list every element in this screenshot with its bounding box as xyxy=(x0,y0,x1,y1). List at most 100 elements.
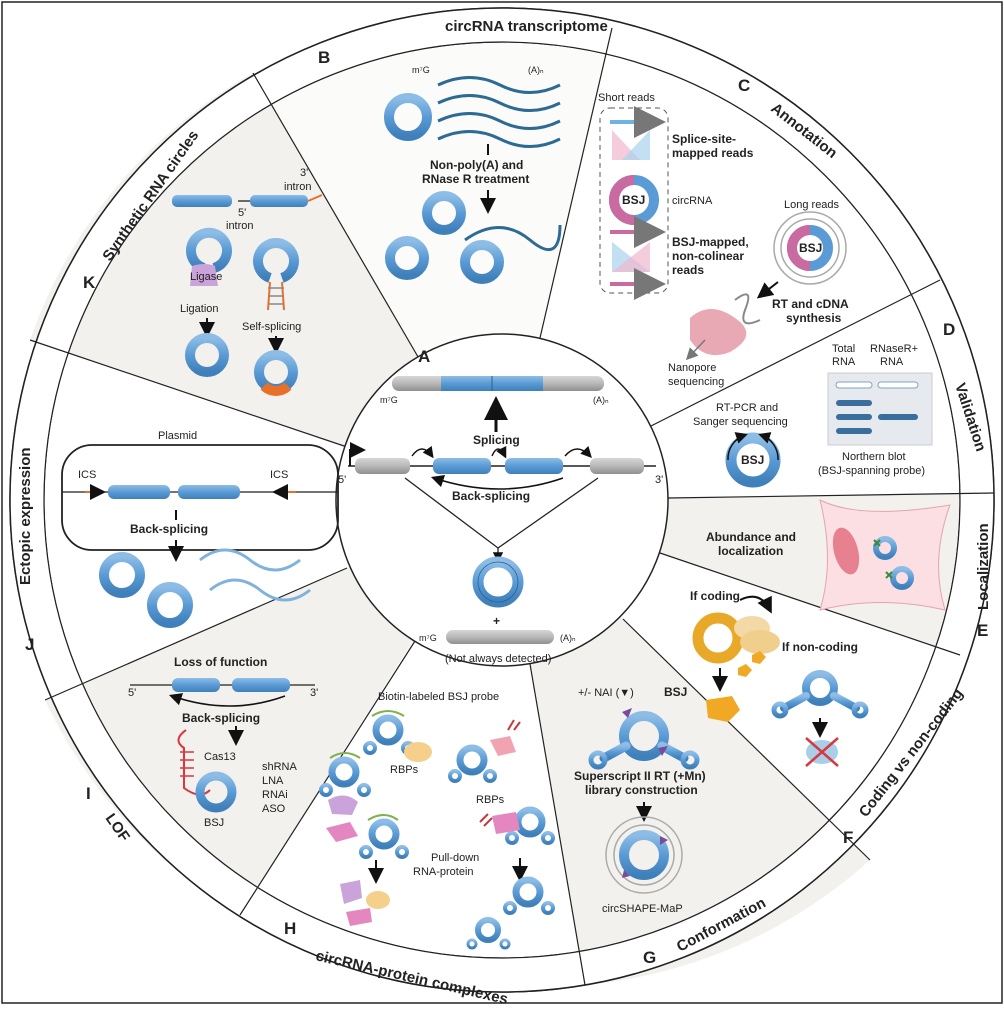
g-shape: circSHAPE-MaP xyxy=(602,903,683,915)
c-long-reads: Long reads xyxy=(784,199,840,211)
plasmid xyxy=(61,444,339,551)
panel-b: m⁷G (A)ₙ Non-poly(A) and RNase R treatme… xyxy=(384,65,562,284)
a-three: 3' xyxy=(655,474,663,486)
i-method-2: LNA xyxy=(262,775,284,787)
k-ligation: Ligation xyxy=(180,303,219,315)
d-northern-2: (BSJ-spanning probe) xyxy=(818,465,925,477)
c-nano-1: Nanopore xyxy=(668,362,716,374)
a-polya-2: (A)ₙ xyxy=(560,633,576,643)
panel-e: Abundance and localization xyxy=(706,499,951,611)
panel-i: Loss of function 5' 3' Back-splicing Cas… xyxy=(128,655,318,829)
b-m7g: m⁷G xyxy=(412,65,430,75)
letter-i: I xyxy=(86,784,91,803)
letter-g: G xyxy=(643,948,656,967)
letter-b: B xyxy=(318,48,330,67)
c-circrna: circRNA xyxy=(672,195,713,207)
c-bsjmap-3: reads xyxy=(672,263,704,277)
d-bsj: BSJ xyxy=(741,453,764,467)
sector-dividers xyxy=(29,27,995,986)
c-bsjmap-1: BSJ-mapped, xyxy=(672,235,749,249)
a-plus: + xyxy=(493,614,500,628)
letter-f: F xyxy=(843,828,853,847)
d-rtpcr-2: Sanger sequencing xyxy=(693,416,788,428)
letter-j: J xyxy=(25,635,34,654)
h-rbps-1: RBPs xyxy=(390,764,419,776)
h-rbps-2: RBPs xyxy=(476,794,505,806)
ring-title-j: Ectopic expression xyxy=(17,447,34,585)
ring-title-b: circRNA transcriptome xyxy=(445,18,608,35)
c-bsj-long: BSJ xyxy=(799,241,822,255)
g-ss-1: Superscript II RT (+Mn) xyxy=(574,769,706,783)
panel-c: Short reads Splice-site- mapped reads BS… xyxy=(598,92,849,388)
panel-k: 3' intron 5' intron Ligase Ligation Self… xyxy=(172,167,323,396)
a-not-detected: (Not always detected) xyxy=(445,653,551,665)
a-five: 5' xyxy=(338,474,346,486)
k-three: 3' xyxy=(300,167,308,179)
i-three: 3' xyxy=(310,687,318,699)
c-short-reads: Short reads xyxy=(598,92,655,104)
c-rt-2: synthesis xyxy=(786,311,842,325)
d-rnaser-1: RNaseR+ xyxy=(870,343,918,355)
b-treatment-2: RNase R treatment xyxy=(422,172,529,186)
k-intron-bottom: intron xyxy=(226,220,254,232)
i-five: 5' xyxy=(128,687,136,699)
ring-title-e: Localization xyxy=(975,523,992,610)
letter-d: D xyxy=(943,320,955,339)
i-cas13: Cas13 xyxy=(204,751,236,763)
panel-g: +/- NAI (▼) BSJ Superscript II RT (+Mn) … xyxy=(574,685,706,915)
promoter-arrow xyxy=(349,442,366,466)
f-if-noncoding: If non-coding xyxy=(782,640,858,654)
panel-j: Plasmid ICS ICS Back-splicing xyxy=(61,430,339,628)
a-polya: (A)ₙ xyxy=(593,395,609,405)
back-splicing-arrow xyxy=(430,474,564,490)
exon-1 xyxy=(433,458,491,474)
d-northern-1: Northern blot xyxy=(842,451,906,463)
i-method-1: shRNA xyxy=(262,761,298,773)
c-rt-1: RT and cDNA xyxy=(772,297,849,311)
letter-k: K xyxy=(83,273,96,292)
k-ligase: Ligase xyxy=(190,271,222,283)
h-pull-1: Pull-down xyxy=(431,852,479,864)
f-if-coding: If coding xyxy=(690,589,740,603)
panel-a: A m⁷G (A)ₙ Splicing 5' 3' Back-splicing … xyxy=(338,347,663,665)
i-method-3: RNAi xyxy=(262,789,288,801)
k-self-splicing: Self-splicing xyxy=(242,321,301,333)
letter-h: H xyxy=(284,919,296,938)
a-m7g: m⁷G xyxy=(380,395,398,405)
j-ics-right: ICS xyxy=(270,469,288,481)
g-nai: +/- NAI (▼) xyxy=(578,687,634,699)
j-back-splicing: Back-splicing xyxy=(130,522,208,536)
e-abund-1: Abundance and xyxy=(706,530,796,544)
a-m7g-2: m⁷G xyxy=(419,633,437,643)
b-treatment-1: Non-poly(A) and xyxy=(430,158,523,172)
panel-h: Biotin-labeled BSJ probe RBPs RBPs xyxy=(319,691,555,950)
panel-f: If coding If non-coding xyxy=(690,589,869,767)
c-splice-2: mapped reads xyxy=(672,146,754,160)
panel-d: Total RNA RNaseR+ RNA RT-PCR and Sanger … xyxy=(693,343,933,488)
i-back-splicing: Back-splicing xyxy=(182,711,260,725)
exon-2 xyxy=(505,458,563,474)
e-abund-2: localization xyxy=(718,544,783,558)
nucleus xyxy=(832,527,860,575)
c-splice-1: Splice-site- xyxy=(672,132,736,146)
c-bsjmap-2: non-colinear xyxy=(672,249,744,263)
d-total-2: RNA xyxy=(832,356,856,368)
j-plasmid: Plasmid xyxy=(158,430,197,442)
h-pull-2: RNA-protein xyxy=(413,866,474,878)
i-lof: Loss of function xyxy=(174,655,267,669)
k-intron-top: intron xyxy=(284,181,312,193)
d-rnaser-2: RNA xyxy=(880,356,904,368)
d-rtpcr-1: RT-PCR and xyxy=(716,402,778,414)
d-total-1: Total xyxy=(832,343,855,355)
c-bsj-short: BSJ xyxy=(622,193,645,207)
h-probe: Biotin-labeled BSJ probe xyxy=(378,691,499,703)
letter-c: C xyxy=(738,76,750,95)
a-back-splicing: Back-splicing xyxy=(452,489,530,503)
j-ics-left: ICS xyxy=(78,469,96,481)
g-ss-2: library construction xyxy=(585,783,698,797)
i-bsj: BSJ xyxy=(204,817,224,829)
letter-a: A xyxy=(418,347,430,366)
g-bsj: BSJ xyxy=(664,685,687,699)
